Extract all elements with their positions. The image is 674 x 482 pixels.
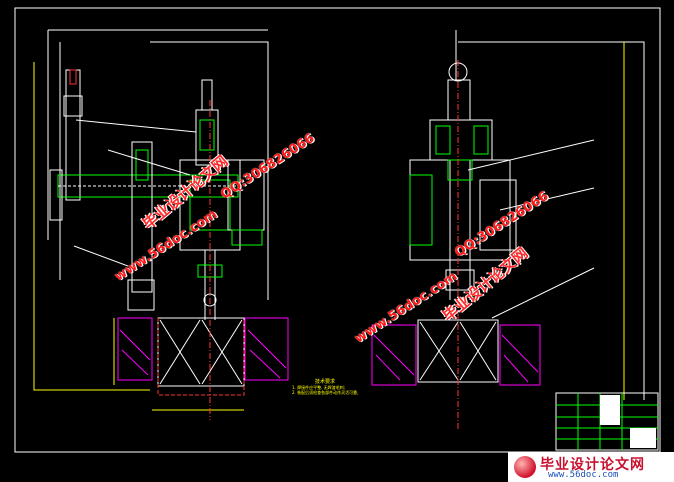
title-block [555,392,659,451]
technical-requirements: 技术要求 1. 焊接件应平整, 无焊渣毛刺; 2. 装配后须检查各部件动作灵活可… [292,378,358,395]
site-logo[interactable]: 毕业设计论文网 www.56doc.com [508,452,674,482]
globe-icon [514,456,536,478]
front-view [33,29,289,420]
logo-name: 毕业设计论文网 [540,457,645,473]
tech-title: 技术要求 [314,379,335,385]
tech-line: 1. 焊接件应平整, 无焊渣毛刺; [292,385,345,390]
logo-url: www.56doc.com [548,470,619,480]
side-view [371,30,645,430]
tech-line: 2. 装配后须检查各部件动作灵活可靠。 [292,390,358,395]
drawing-border [14,7,661,453]
